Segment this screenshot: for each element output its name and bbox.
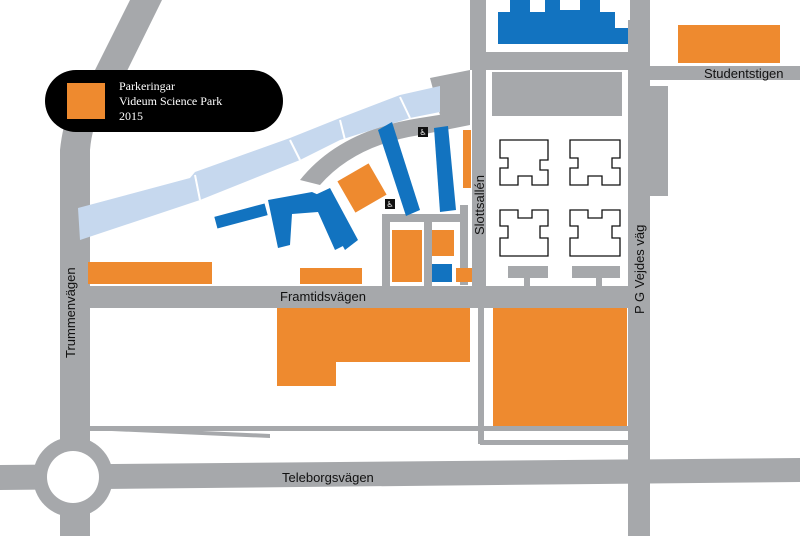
path-south-vertical xyxy=(478,306,484,444)
road-slottsallen xyxy=(472,70,486,286)
blue-building-3 xyxy=(315,188,358,250)
label-framtidsvagen: Framtidsvägen xyxy=(280,289,366,304)
parking-lot-south-centre xyxy=(277,308,470,386)
blue-building-north xyxy=(498,0,628,44)
blue-building-5 xyxy=(434,126,456,212)
accessible-parking-icon: ♿ xyxy=(385,199,395,209)
parking-lot-diamond xyxy=(337,163,387,213)
svg-text:♿: ♿ xyxy=(386,200,393,209)
path-left-diagonal xyxy=(90,426,270,438)
road-inner-loop-mid xyxy=(424,222,432,288)
roundabout-island xyxy=(47,451,99,503)
blue-building-4 xyxy=(378,122,420,216)
road-north-frame xyxy=(470,0,650,70)
blue-building-6 xyxy=(432,264,452,282)
building-east-wing xyxy=(650,86,668,196)
central-plaza xyxy=(486,118,628,286)
parking-lot-ne xyxy=(678,25,780,63)
light-building-strip xyxy=(78,86,440,240)
svg-text:♿: ♿ xyxy=(419,128,426,137)
building-connector-2 xyxy=(596,278,602,288)
parking-swatch xyxy=(67,83,105,119)
blue-building-1 xyxy=(214,203,268,229)
parking-lot-inner-left xyxy=(392,230,422,282)
label-slottsallen: Slottsallén xyxy=(472,175,487,235)
path-south-diagonal xyxy=(480,440,630,445)
parking-lots xyxy=(88,25,780,426)
path-south-horizontal xyxy=(75,426,630,431)
road-pg-vejdes-vag xyxy=(628,20,650,536)
accessible-parking-icon: ♿ xyxy=(418,127,428,137)
road-inner-loop-left xyxy=(382,215,390,290)
road-studentstigen xyxy=(640,66,800,80)
building-extension-right xyxy=(572,266,620,278)
parking-lot-strip xyxy=(463,130,471,188)
light-buildings xyxy=(78,86,440,240)
map-legend: Parkeringar Videum Science Park 2015 xyxy=(45,70,283,132)
blue-buildings xyxy=(214,0,628,282)
road-framtidsvagen xyxy=(75,286,645,308)
building-connector-1 xyxy=(524,278,530,288)
label-studentstigen: Studentstigen xyxy=(704,66,784,81)
road-teleborgsvagen xyxy=(0,458,800,490)
legend-title: Parkeringar xyxy=(119,79,175,93)
parking-lot-small xyxy=(300,268,362,284)
road-inner-loop-top xyxy=(382,214,462,222)
parking-lot-south-east xyxy=(493,308,627,426)
legend-year: 2015 xyxy=(119,109,143,123)
parking-lot-inner-right xyxy=(432,230,454,256)
label-teleborgsvagen: Teleborgsvägen xyxy=(282,470,374,485)
road-trummenvagen xyxy=(60,0,162,536)
road-inner-loop-right xyxy=(460,205,468,285)
legend-subtitle: Videum Science Park xyxy=(119,94,223,108)
building-extension-left xyxy=(508,266,548,278)
central-building xyxy=(499,139,621,257)
parking-lot-west xyxy=(88,262,212,284)
parking-lot-corner xyxy=(456,268,472,282)
label-trummenvagen: Trummenvägen xyxy=(63,267,78,358)
paved-area-north xyxy=(492,72,622,116)
label-pg-vejdes-vag: P G Vejdes väg xyxy=(632,225,647,314)
